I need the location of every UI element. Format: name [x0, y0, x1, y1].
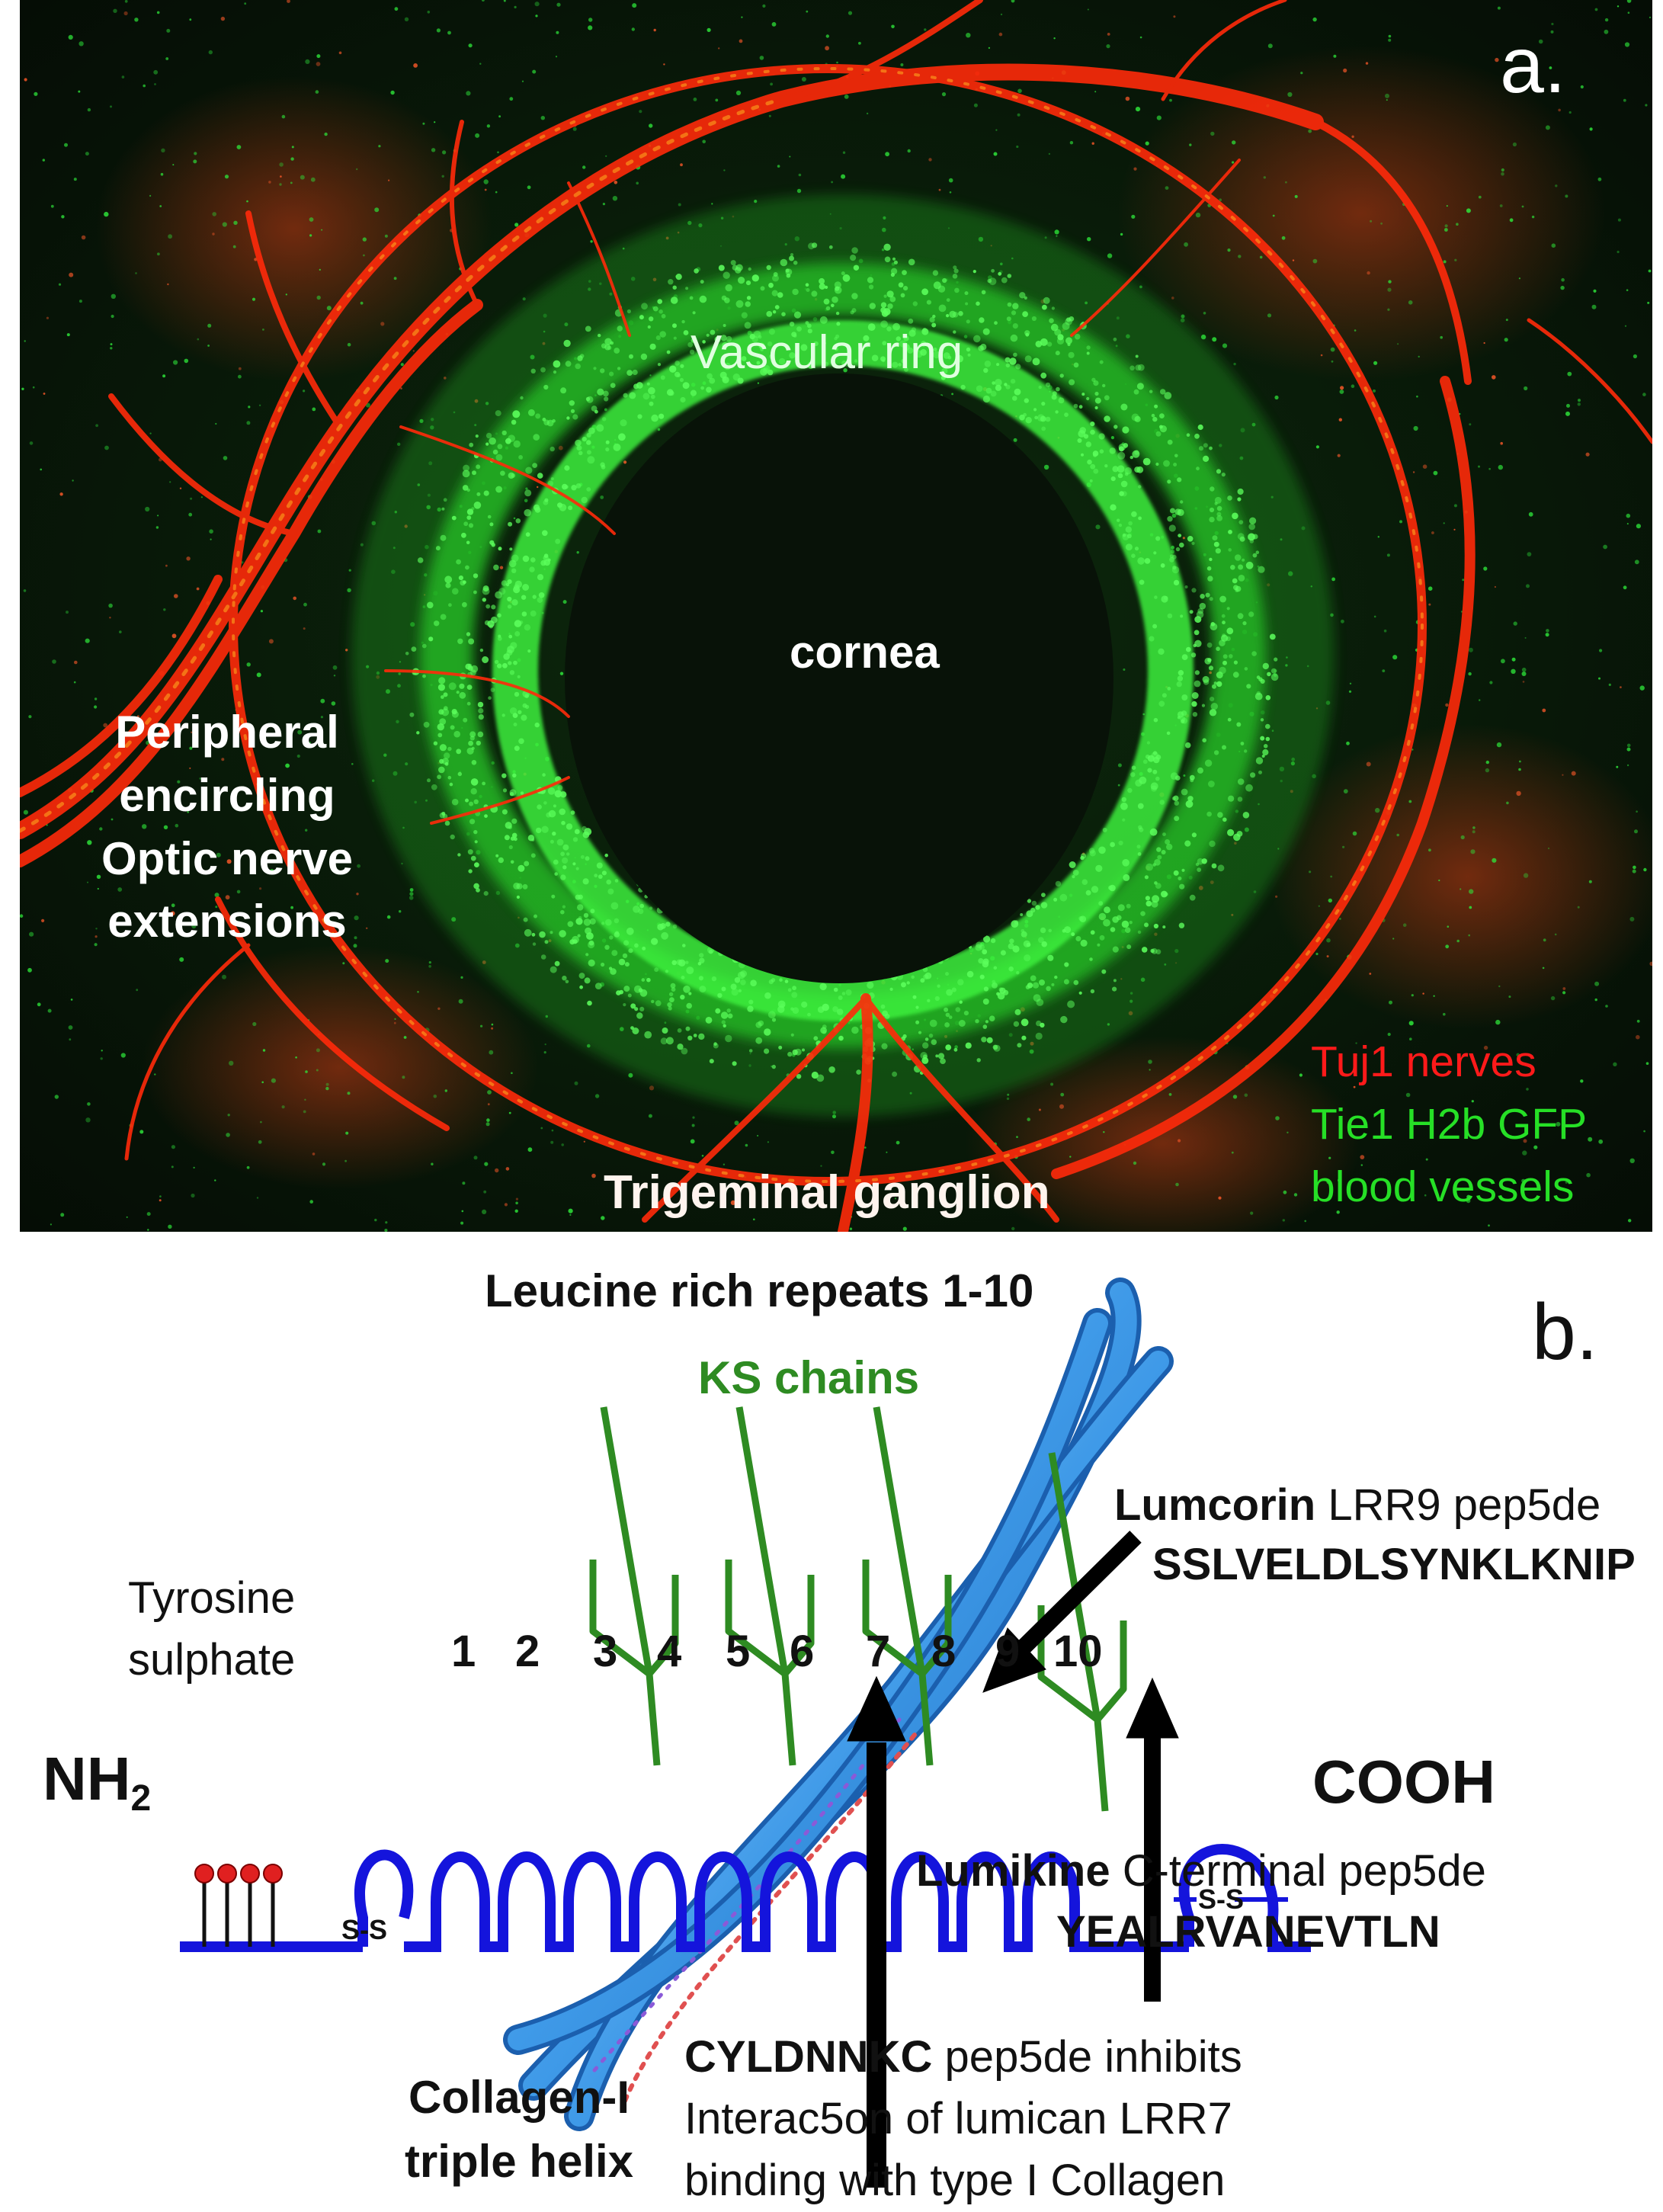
lrr-number: 7 — [866, 1627, 891, 1676]
cyldnnkc-peptide-label: CYLDNNKC pep5de inhibits Interac5on of l… — [684, 2026, 1242, 2212]
lumcorin-label: Lumcorin LRR9 pep5de — [1114, 1483, 1601, 1528]
leucine-rich-repeats-title: Leucine rich repeats 1-10 — [485, 1265, 1034, 1316]
lrr-number: 9 — [995, 1627, 1021, 1676]
lumcorin-desc: LRR9 pep5de — [1315, 1480, 1601, 1530]
ks-chains-label: KS chains — [698, 1352, 920, 1403]
trigeminal-ganglion-label: Trigeminal ganglion — [604, 1166, 1050, 1219]
cornea-label: cornea — [790, 627, 940, 678]
lumikine-sequence: YEALRVANEVTLN — [1056, 1907, 1440, 1957]
lrr-number: 2 — [515, 1627, 540, 1676]
cyldnnkc-line-3: binding with type I Collagen — [684, 2156, 1226, 2206]
cyldnnkc-line1-rest: pep5de inhibits — [932, 2032, 1242, 2082]
disulfide-left-label: S-S — [341, 1914, 388, 1945]
panel-b-letter: b. — [1532, 1288, 1598, 1377]
legend-nerves: Tuj1 nerves — [1311, 1037, 1536, 1086]
legend-vessels: blood vessels — [1311, 1162, 1575, 1212]
nh2-subscript: 2 — [130, 1778, 152, 1819]
lrr-number: 1 — [451, 1627, 476, 1676]
cornea-region — [565, 373, 1113, 983]
n-terminus-label: NH2 — [43, 1749, 151, 1817]
lumikine-label: Lumikine C-terminal pep5de — [916, 1849, 1486, 1893]
nh2-text: NH — [43, 1745, 131, 1813]
nerve-network — [20, 0, 1652, 1232]
c-terminus-label: COOH — [1312, 1748, 1495, 1816]
cyldnnkc-line-2: Interac5on of lumican LRR7 — [684, 2094, 1232, 2144]
lrr-number: 8 — [931, 1627, 956, 1676]
tyrosine-sulphate-residues — [194, 1864, 283, 1947]
peripheral-nerve-label: Peripheral encircling Optic nerve extens… — [101, 707, 354, 947]
panel-b-lumican-diagram: b. Leucine rich repeats 1-10 KS chains T… — [0, 1232, 1663, 2206]
peptide-arrows — [847, 1531, 1179, 2188]
lrr-number: 3 — [593, 1627, 618, 1676]
vascular-ring-label: Vascular ring — [691, 326, 963, 379]
micrograph-image — [20, 0, 1652, 1232]
panel-a-micrograph: a. Vascular ring cornea Peripheral encir… — [20, 0, 1652, 1232]
tyrosine-sulphate-label: Tyrosine sulphate — [128, 1573, 296, 1685]
lumikine-name: Lumikine — [916, 1846, 1110, 1896]
panel-a-letter: a. — [1500, 21, 1566, 110]
cyldnnkc-line-1: CYLDNNKC pep5de inhibits — [684, 2026, 1242, 2088]
disulfide-loops — [354, 1844, 1311, 1952]
lumikine-desc: C-terminal pep5de — [1110, 1846, 1486, 1896]
lumican-structure-diagram — [180, 1278, 1311, 2188]
disulfide-right-label: S-S — [1198, 1883, 1245, 1915]
lumcorin-sequence: SSLVELDLSYNKLKNIP — [1152, 1540, 1636, 1589]
collagen-triple-helix — [503, 1278, 1174, 2131]
lrr-number: 10 — [1053, 1627, 1103, 1676]
stain-legend: Tuj1 nerves Tie1 H2b GFP blood vessels — [1311, 1031, 1587, 1218]
collagen-helix-label: Collagen-I triple helix — [404, 2072, 634, 2187]
legend-vessels-marker: Tie1 H2b GFP — [1311, 1100, 1588, 1149]
lrr-number: 5 — [726, 1627, 751, 1676]
vascular-ring-dots — [405, 242, 1279, 1083]
cyldnnkc-name: CYLDNNKC — [684, 2032, 933, 2082]
lumcorin-name: Lumcorin — [1114, 1480, 1316, 1530]
lrr-number: 4 — [657, 1627, 682, 1676]
lrr-number: 6 — [790, 1627, 815, 1676]
